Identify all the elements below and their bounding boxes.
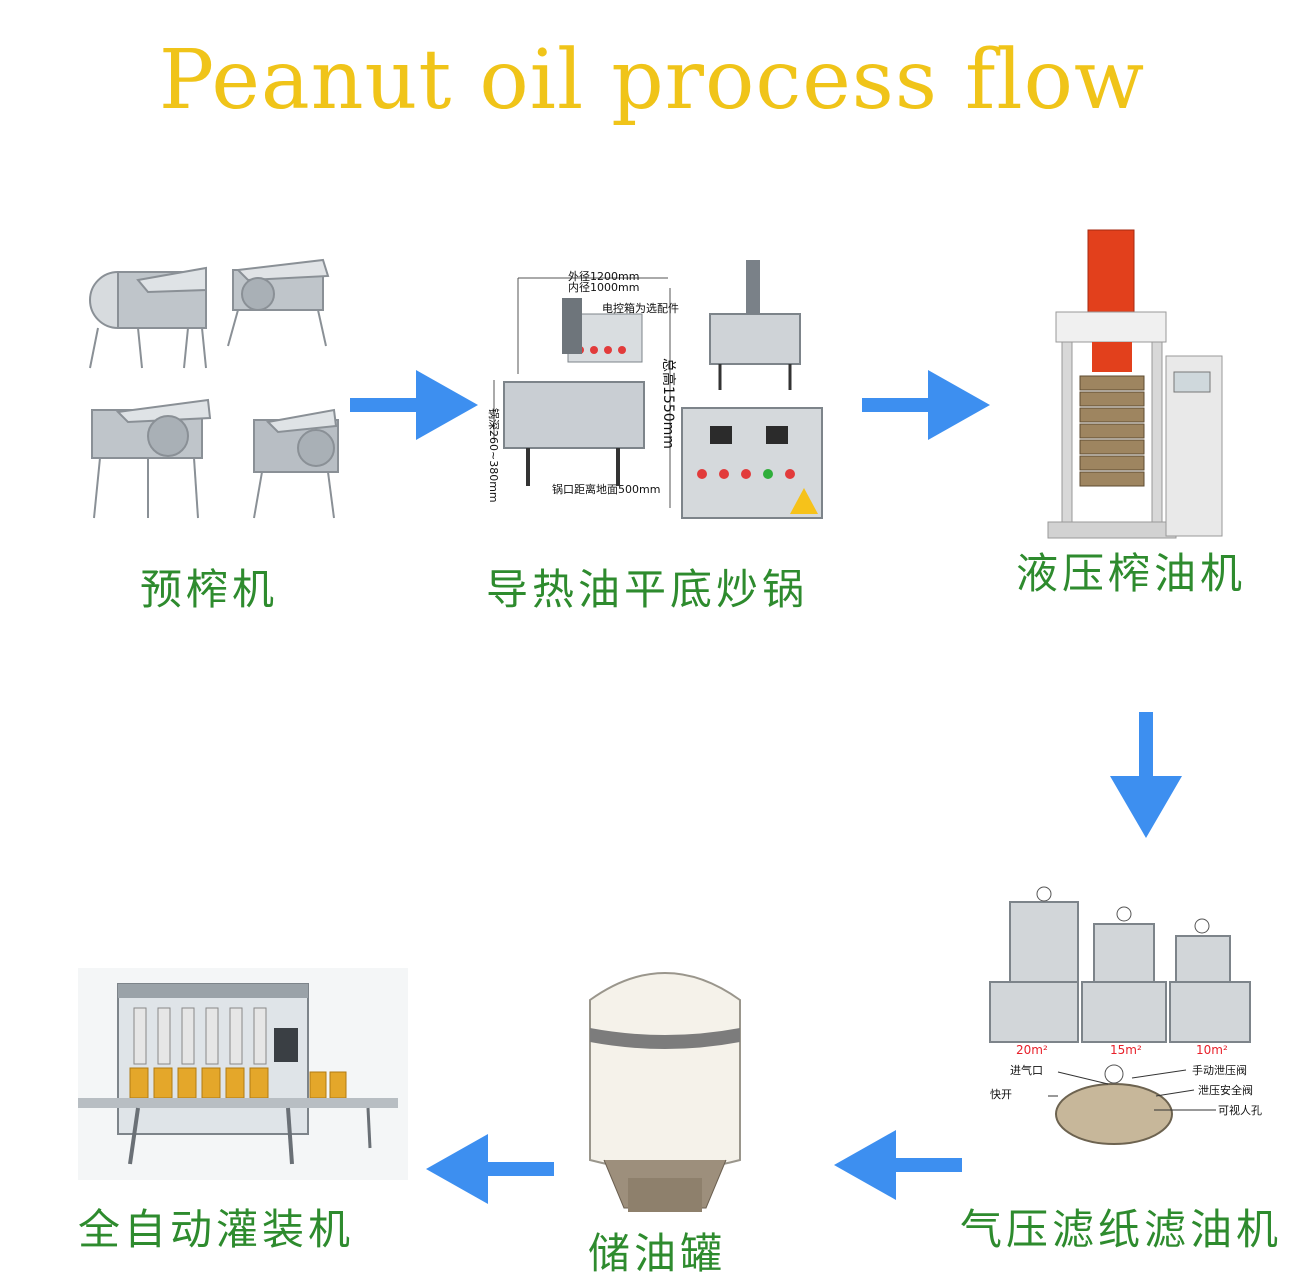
- flow-arrow-left-icon: [426, 1134, 554, 1204]
- storage-tank-image: [589, 972, 741, 1212]
- annotation-control-box: 电控箱为选配件: [602, 301, 679, 315]
- annotation-outer-diameter: 外径1200mm: [568, 270, 639, 283]
- annotation-total-height: 总高1550mm: [660, 358, 677, 449]
- step-label-hydraulic-press: 液压榨油机: [1016, 549, 1247, 598]
- hydraulic-press-image: [1047, 229, 1223, 539]
- label-air-inlet: 进气口: [1010, 1063, 1043, 1077]
- label-safety-valve: 泄压安全阀: [1198, 1083, 1253, 1097]
- flow-arrow-down-icon: [1110, 712, 1182, 838]
- filter-machine-image: 20m² 15m² 10m² 进气口 快开 手动泄压阀 泄压安全阀 可视人孔: [989, 886, 1262, 1145]
- annotation-bottom-distance: 锅口距离地面500mm: [552, 482, 660, 496]
- flow-arrow-right-icon: [350, 370, 478, 440]
- step-label-roasting-pan: 导热油平底炒锅: [486, 565, 809, 614]
- label-manhole: 可视人孔: [1218, 1103, 1262, 1117]
- filter-area-15: 15m²: [1110, 1043, 1142, 1057]
- roasting-pan-image: 外径1200mm 内径1000mm 电控箱为选配件 锅口距离地面500mm 锅深…: [488, 260, 823, 519]
- diagram-title: Peanut oil process flow: [158, 33, 1146, 128]
- pre-press-machine-image: [89, 258, 339, 519]
- filter-area-10: 10m²: [1196, 1043, 1228, 1057]
- flow-arrow-right-icon: [862, 370, 990, 440]
- label-manual-valve: 手动泄压阀: [1192, 1063, 1247, 1077]
- step-label-filling-machine: 全自动灌装机: [78, 1205, 355, 1254]
- filter-area-20: 20m²: [1016, 1043, 1048, 1057]
- annotation-inner-diameter: 内径1000mm: [568, 280, 639, 294]
- label-fast-open: 快开: [990, 1088, 1012, 1101]
- step-label-storage-tank: 储油罐: [588, 1229, 727, 1278]
- flow-arrow-left-icon: [834, 1130, 962, 1200]
- filling-machine-image: [78, 968, 408, 1180]
- step-label-pre-press: 预榨机: [140, 565, 279, 614]
- annotation-pan-depth: 锅深260~380mm: [488, 408, 500, 503]
- step-label-filter-machine: 气压滤纸滤油机: [960, 1205, 1283, 1254]
